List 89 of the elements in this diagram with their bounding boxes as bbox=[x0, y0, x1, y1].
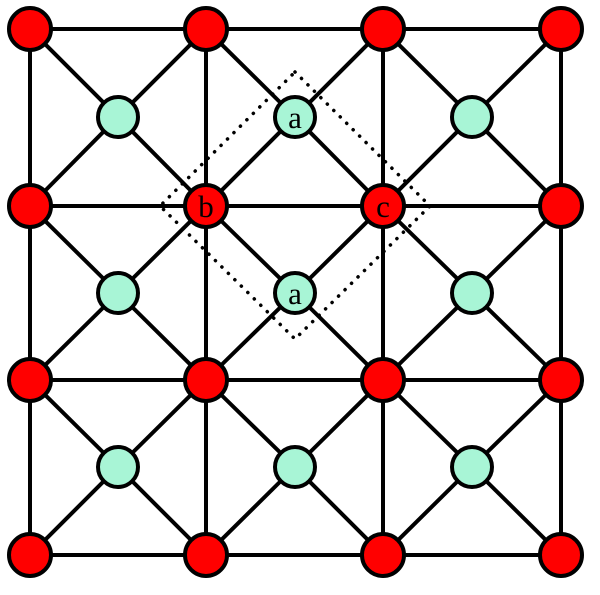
connector-line bbox=[381, 228, 385, 358]
connector-line bbox=[131, 130, 192, 192]
connector-line bbox=[397, 43, 458, 104]
connector-line bbox=[486, 43, 547, 104]
connector-line bbox=[308, 394, 369, 454]
connector-line bbox=[228, 378, 361, 382]
site-circle bbox=[360, 183, 406, 229]
connector-line bbox=[28, 228, 32, 358]
connector-line bbox=[28, 402, 32, 533]
connector-line bbox=[220, 43, 282, 104]
connector-line bbox=[559, 402, 563, 533]
connector-line bbox=[52, 553, 184, 557]
site-circle bbox=[96, 95, 140, 139]
site-circle bbox=[450, 271, 494, 315]
connector-line bbox=[44, 130, 105, 192]
site-circle bbox=[538, 183, 584, 229]
connector-line bbox=[44, 43, 105, 104]
site-label: a bbox=[288, 102, 302, 132]
site-circle bbox=[96, 271, 140, 315]
site-label: a bbox=[288, 278, 302, 308]
site-circle bbox=[538, 357, 584, 403]
connector-line bbox=[132, 394, 192, 454]
site-label: b bbox=[198, 190, 214, 222]
site-circle bbox=[273, 271, 317, 315]
site-circle bbox=[183, 183, 229, 229]
connector-line bbox=[220, 394, 282, 454]
connector-line bbox=[486, 220, 547, 280]
connector-line bbox=[44, 480, 105, 541]
site-circle bbox=[7, 183, 53, 229]
connector-line bbox=[220, 130, 282, 192]
connector-line bbox=[44, 220, 104, 280]
connector-line bbox=[308, 480, 369, 541]
connector-line bbox=[405, 204, 539, 208]
site-circle bbox=[273, 445, 317, 489]
site-circle bbox=[7, 6, 53, 52]
connector-line bbox=[220, 220, 282, 280]
connector-line bbox=[397, 220, 458, 280]
site-circle bbox=[183, 532, 229, 578]
connector-line bbox=[486, 306, 547, 366]
connector-line bbox=[397, 306, 458, 366]
connector-line bbox=[220, 306, 282, 366]
connector-line bbox=[131, 480, 192, 541]
connector-line bbox=[204, 402, 208, 533]
site-circle bbox=[450, 95, 494, 139]
connector-line bbox=[308, 130, 369, 192]
connector-line bbox=[44, 306, 104, 366]
site-circle bbox=[538, 6, 584, 52]
site-circle bbox=[7, 357, 53, 403]
connector-line bbox=[486, 480, 547, 541]
connector-line bbox=[52, 378, 184, 382]
site-circle bbox=[450, 445, 494, 489]
site-circle bbox=[183, 6, 229, 52]
connector-line bbox=[308, 43, 369, 104]
connector-line bbox=[228, 204, 361, 208]
connector-line bbox=[204, 51, 208, 184]
connector-line bbox=[52, 204, 184, 208]
connector-line bbox=[308, 220, 369, 280]
site-circle bbox=[7, 532, 53, 578]
connector-line bbox=[52, 27, 184, 31]
connector-line bbox=[228, 27, 361, 31]
site-label: c bbox=[376, 190, 390, 222]
connector-line bbox=[131, 43, 192, 104]
site-circle bbox=[273, 95, 317, 139]
site-circle bbox=[360, 357, 406, 403]
site-circle bbox=[360, 532, 406, 578]
site-circle bbox=[538, 532, 584, 578]
connector-line bbox=[132, 220, 192, 280]
connector-line bbox=[228, 553, 361, 557]
connector-line bbox=[397, 130, 459, 192]
connector-line bbox=[559, 51, 563, 184]
connector-line bbox=[397, 394, 458, 454]
connector-line bbox=[486, 394, 547, 454]
connector-line bbox=[204, 228, 208, 358]
connector-line bbox=[405, 27, 539, 31]
connector-line bbox=[559, 228, 563, 358]
connector-line bbox=[220, 480, 282, 541]
site-circle bbox=[183, 357, 229, 403]
connector-line bbox=[381, 402, 385, 533]
connector-line bbox=[132, 306, 192, 366]
site-circle bbox=[360, 6, 406, 52]
connector-line bbox=[397, 480, 458, 541]
connector-line bbox=[44, 394, 104, 454]
connector-line bbox=[381, 51, 385, 184]
site-circle bbox=[96, 445, 140, 489]
connector-line bbox=[485, 130, 547, 192]
connector-line bbox=[308, 306, 369, 366]
connector-line bbox=[405, 378, 539, 382]
connector-line bbox=[28, 51, 32, 184]
connector-line bbox=[405, 553, 539, 557]
